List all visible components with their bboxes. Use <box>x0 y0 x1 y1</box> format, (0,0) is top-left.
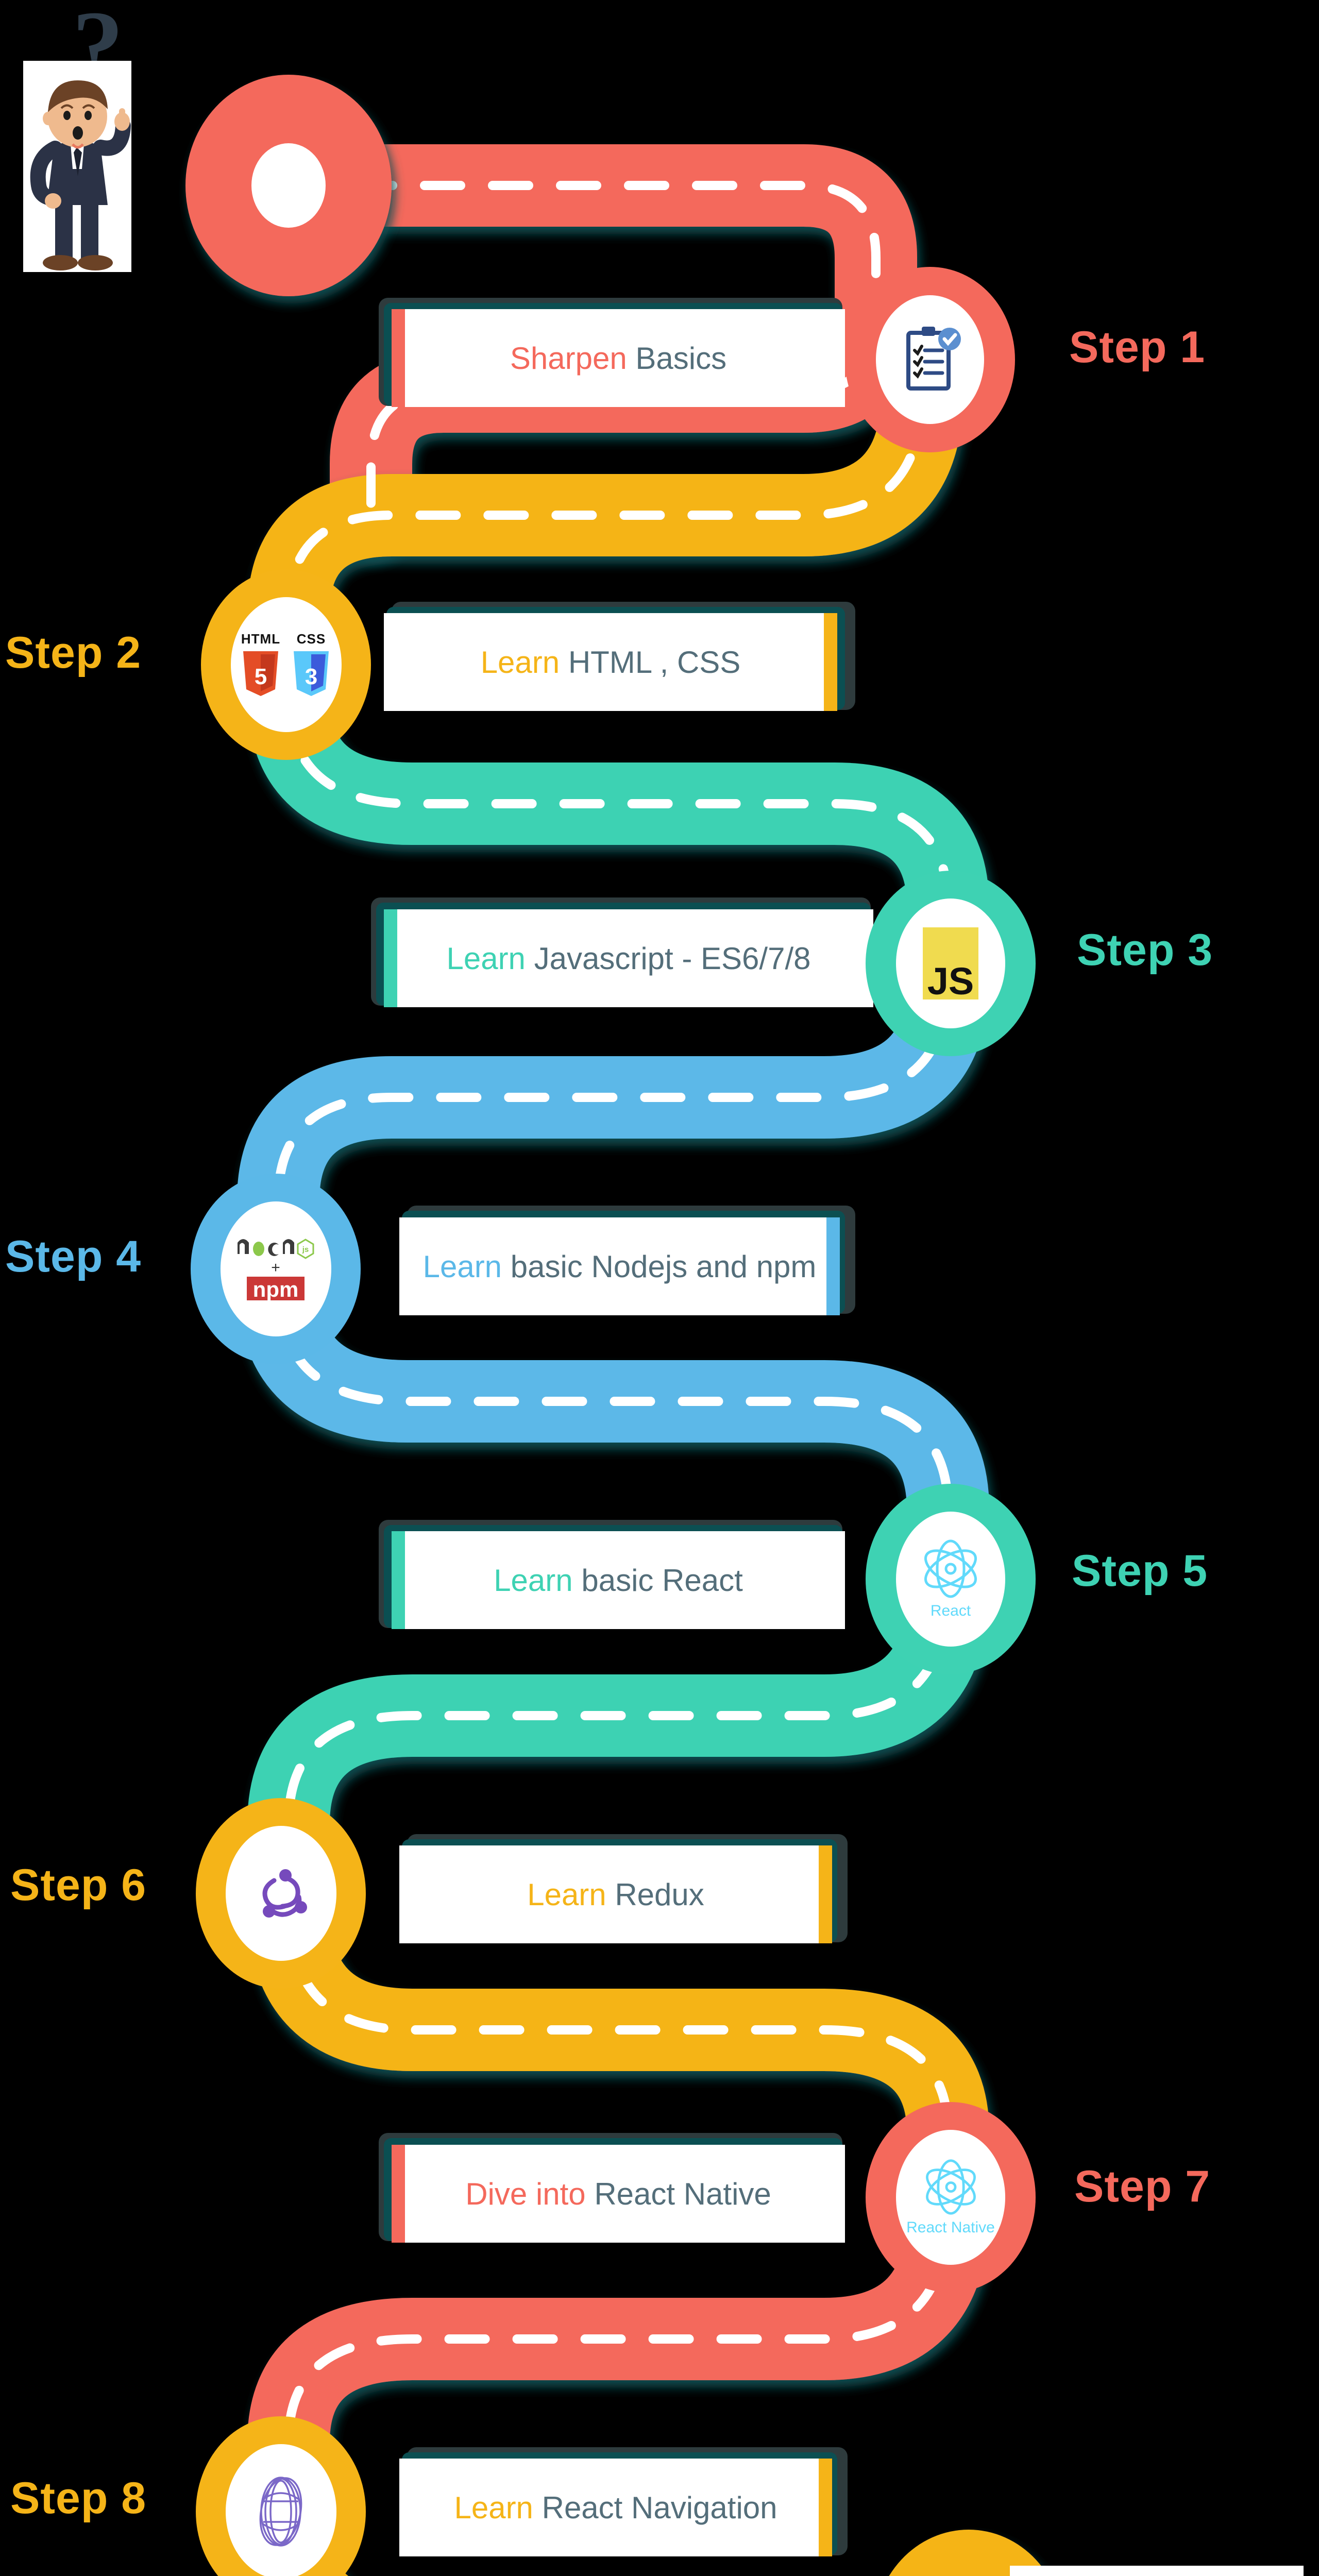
step-7-highlight: Dive into <box>465 2176 586 2211</box>
step-card-8-text: Learn React Navigation <box>454 2490 777 2526</box>
plus-symbol: + <box>271 1259 280 1276</box>
step-card-7[interactable]: Dive into React Native <box>392 2145 845 2243</box>
step-card-6-text: Learn Redux <box>527 1877 704 1912</box>
celebrating-businessman-illustration <box>1010 2566 1304 2576</box>
step-label-5: Step 5 <box>1072 1546 1208 1596</box>
step-card-2[interactable]: Learn HTML , CSS <box>384 613 837 711</box>
step-4-rest: basic Nodejs and npm <box>510 1249 817 1284</box>
react-atom-icon: React <box>917 1538 984 1620</box>
confused-businessman-illustration <box>23 61 131 272</box>
html5-label: HTML <box>241 631 281 647</box>
road-segment-8 <box>247 2169 989 2524</box>
card-accent-bar <box>392 309 405 407</box>
step-label-4: Step 4 <box>5 1232 142 1281</box>
card-accent-bar <box>824 613 837 711</box>
step-label-6: Step 6 <box>10 1860 147 1910</box>
card-accent-bar <box>819 1845 832 1943</box>
step-node-5[interactable]: React <box>866 1484 1036 1674</box>
step-node-6[interactable] <box>196 1798 366 1989</box>
svg-text:5: 5 <box>255 664 267 689</box>
step-3-rest: Javascript - ES6/7/8 <box>534 941 811 976</box>
route-start-marker <box>185 75 392 296</box>
svg-text:3: 3 <box>305 664 317 689</box>
card-accent-bar <box>392 1531 405 1629</box>
step-label-7: Step 7 <box>1074 2162 1211 2211</box>
card-accent-bar <box>826 1217 840 1315</box>
step-label-2: Step 2 <box>5 628 142 677</box>
step-2-highlight: Learn <box>480 645 560 680</box>
step-label-3: Step 3 <box>1077 925 1213 975</box>
step-node-2[interactable]: HTML 5 CSS 3 <box>201 569 371 760</box>
step-node-7[interactable]: React Native <box>866 2102 1036 2293</box>
card-accent-bar <box>819 2459 832 2556</box>
step-label-8: Step 8 <box>10 2473 147 2523</box>
step-card-5[interactable]: Learn basic React <box>392 1531 845 1629</box>
step-2-rest: HTML , CSS <box>568 645 741 680</box>
npm-wordmark: npm <box>246 1277 305 1300</box>
step-card-4-text: Learn basic Nodejs and npm <box>423 1249 817 1284</box>
step-7-rest: React Native <box>594 2176 771 2211</box>
step-6-highlight: Learn <box>527 1877 606 1912</box>
react-navigation-icon <box>245 2473 317 2550</box>
js-badge-text: JS <box>927 959 974 1003</box>
step-6-rest: Redux <box>615 1877 704 1912</box>
css3-label: CSS <box>296 631 326 647</box>
react-icon-caption: React <box>930 1602 971 1619</box>
step-1-rest: Basics <box>635 341 727 376</box>
nodejs-npm-icon: js + npm <box>235 1238 316 1300</box>
step-card-1-text: Sharpen Basics <box>510 341 726 376</box>
road-segment-5 <box>237 1242 989 1592</box>
card-accent-bar <box>384 909 397 1007</box>
html5-css3-shields-icon: HTML 5 CSS 3 <box>240 631 332 698</box>
step-node-8[interactable] <box>196 2416 366 2576</box>
clipboard-checklist-icon <box>899 324 961 396</box>
step-card-7-text: Dive into React Native <box>465 2176 771 2212</box>
step-5-rest: basic React <box>581 1563 743 1598</box>
javascript-badge-icon: JS <box>923 927 978 1003</box>
step-card-5-text: Learn basic React <box>494 1563 743 1598</box>
step-8-rest: React Navigation <box>542 2490 777 2525</box>
step-label-1: Step 1 <box>1069 323 1206 372</box>
card-accent-bar <box>392 2145 405 2243</box>
step-1-highlight: Sharpen <box>510 341 627 376</box>
step-3-highlight: Learn <box>446 941 526 976</box>
step-8-highlight: Learn <box>454 2490 533 2525</box>
step-4-highlight: Learn <box>422 1249 502 1284</box>
step-card-4[interactable]: Learn basic Nodejs and npm <box>399 1217 840 1315</box>
route-end-marker <box>889 2530 1049 2576</box>
step-card-3-text: Learn Javascript - ES6/7/8 <box>446 941 810 976</box>
step-node-4[interactable]: js + npm <box>191 1174 361 1364</box>
step-card-3[interactable]: Learn Javascript - ES6/7/8 <box>384 909 873 1007</box>
step-card-6[interactable]: Learn Redux <box>399 1845 832 1943</box>
step-node-1[interactable] <box>845 267 1015 452</box>
react-native-icon-caption: React Native <box>906 2219 995 2236</box>
react-native-atom-icon: React Native <box>906 2158 995 2236</box>
svg-text:js: js <box>302 1245 309 1254</box>
step-card-8[interactable]: Learn React Navigation <box>399 2459 832 2556</box>
redux-icon <box>247 1860 314 1927</box>
step-card-1[interactable]: Sharpen Basics <box>392 309 845 407</box>
step-card-2-text: Learn HTML , CSS <box>481 645 741 680</box>
step-node-3[interactable]: JS <box>866 871 1036 1056</box>
step-5-highlight: Learn <box>494 1563 573 1598</box>
